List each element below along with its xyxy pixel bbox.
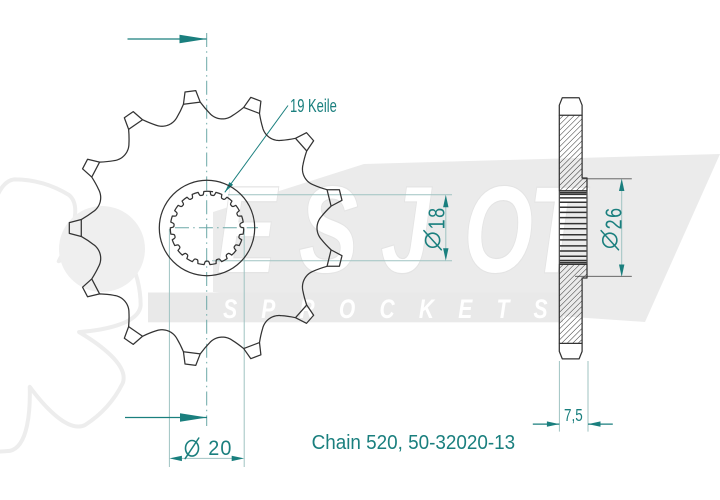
svg-text:S: S — [299, 161, 358, 299]
svg-text:20: 20 — [208, 437, 232, 461]
svg-text:J: J — [381, 161, 432, 299]
svg-text:O: O — [464, 161, 533, 299]
svg-text:19 Keile: 19 Keile — [290, 96, 337, 117]
svg-text:18: 18 — [424, 206, 450, 229]
svg-text:26: 26 — [602, 206, 628, 229]
svg-text:7,5: 7,5 — [564, 406, 583, 425]
svg-text:Chain 520, 50-32020-13: Chain 520, 50-32020-13 — [312, 431, 516, 454]
svg-text:SPROCKETS: SPROCKETS — [223, 295, 572, 325]
svg-text:E: E — [217, 161, 279, 299]
